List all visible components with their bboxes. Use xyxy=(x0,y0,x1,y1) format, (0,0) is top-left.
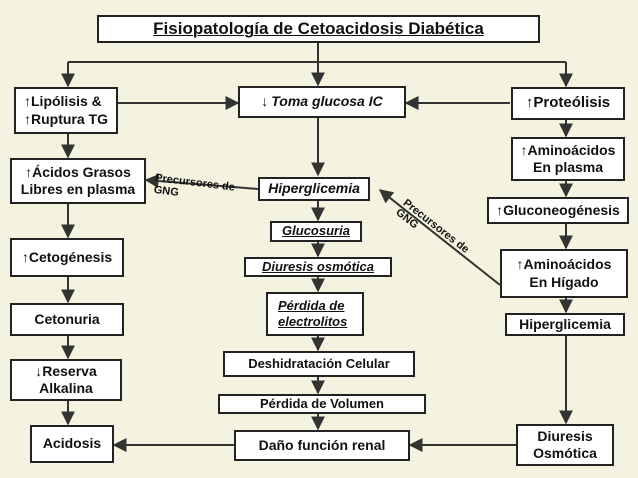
node-lipolisis-line2: Ruptura TG xyxy=(24,111,108,129)
node-reserva-line1: Reserva xyxy=(35,363,97,381)
arrow-up-glyph xyxy=(24,111,31,127)
arrow-up-glyph xyxy=(526,94,534,113)
node-acidos-text2: Libres en plasma xyxy=(20,181,136,197)
node-dano-renal-text: Daño función renal xyxy=(258,436,386,453)
diagram-title: Fisiopatología de Cetoacidosis Diabética xyxy=(97,15,540,43)
node-reserva-alkalina: Reserva Alkalina xyxy=(10,359,122,401)
node-proteolisis: Proteólisis xyxy=(511,87,625,120)
arrow-down-glyph xyxy=(261,93,268,111)
node-perdida-electrolitos-line2: electrolitos xyxy=(278,314,348,329)
node-glucosuria: Glucosuria xyxy=(270,221,362,242)
arrow-up-glyph xyxy=(25,164,32,180)
arrow-down-glyph xyxy=(35,363,42,379)
arrow-up-glyph xyxy=(24,93,31,109)
arrow-up-glyph xyxy=(22,249,29,267)
node-cetogenesis: Cetogénesis xyxy=(10,238,124,277)
node-gluconeogenesis: Gluconeogénesis xyxy=(487,197,629,224)
node-deshidratacion-text: Deshidratación Celular xyxy=(248,355,390,371)
node-hiperglicemia-right: Hiperglicemia xyxy=(505,313,625,336)
node-perdida-electrolitos-line1: Pérdida de xyxy=(278,297,345,313)
node-lipolisis-text1: Lipólisis & xyxy=(31,93,102,109)
node-acidos-grasos: Ácidos Grasos Libres en plasma xyxy=(10,158,146,204)
node-reserva-text2: Alkalina xyxy=(39,380,93,396)
arrow-up-glyph xyxy=(521,142,528,158)
node-diuresis-osmotica-text: Diuresis osmótica xyxy=(262,258,374,274)
arrow-up-glyph xyxy=(517,256,524,272)
node-toma-glucosa-text: Toma glucosa IC xyxy=(271,93,383,110)
node-reserva-text1: Reserva xyxy=(42,362,97,379)
node-cetonuria-text: Cetonuria xyxy=(34,310,100,327)
arrow-hiper-to-acidos xyxy=(144,174,259,190)
node-diuresis-osmotica: Diuresis osmótica xyxy=(244,257,392,277)
node-dano-renal: Daño función renal xyxy=(234,430,410,461)
node-toma-glucosa: Toma glucosa IC xyxy=(238,86,406,118)
node-aminoacidos-plasma-line1: Aminoácidos xyxy=(521,142,616,160)
node-diuresis-right-text2: Osmótica xyxy=(533,445,597,461)
arrow-aminoacidos-to-hiper xyxy=(378,189,501,286)
node-cetogenesis-text: Cetogénesis xyxy=(28,248,113,265)
node-aminoacidos-higado-line1: Aminoácidos xyxy=(517,256,612,274)
node-aminoacidos-plasma-text2: En plasma xyxy=(532,159,604,175)
node-aminoacidos-plasma: Aminoácidos En plasma xyxy=(511,137,625,181)
node-perdida-volumen: Pérdida de Volumen xyxy=(218,394,426,414)
node-lipolisis: Lipólisis & Ruptura TG xyxy=(14,87,118,134)
node-lipolisis-line1: Lipólisis & xyxy=(24,93,102,111)
node-diuresis-right-text1: Diuresis xyxy=(537,427,593,444)
node-acidos-line1: Ácidos Grasos xyxy=(25,164,131,182)
node-hiperglicemia-center-text: Hiperglicemia xyxy=(268,180,360,197)
node-perdida-volumen-text: Pérdida de Volumen xyxy=(259,395,384,411)
node-acidosis: Acidosis xyxy=(30,425,114,463)
node-hiperglicemia-right-text: Hiperglicemia xyxy=(519,315,611,332)
node-diuresis-osmotica-right: Diuresis Osmótica xyxy=(516,424,614,466)
node-aminoacidos-higado-text1: Aminoácidos xyxy=(523,256,612,272)
node-hiperglicemia-center: Hiperglicemia xyxy=(258,177,370,201)
node-glucosuria-text: Glucosuria xyxy=(282,223,350,239)
node-deshidratacion: Deshidratación Celular xyxy=(223,351,415,377)
node-aminoacidos-plasma-text1: Aminoácidos xyxy=(527,141,616,158)
node-proteolisis-text: Proteólisis xyxy=(533,94,611,112)
arrow-up-glyph xyxy=(496,202,503,220)
node-aminoacidos-higado: Aminoácidos En Hígado xyxy=(500,249,628,298)
diagram-title-text: Fisiopatología de Cetoacidosis Diabética xyxy=(153,19,484,39)
node-lipolisis-text2: Ruptura TG xyxy=(31,110,108,127)
node-cetonuria: Cetonuria xyxy=(10,303,124,336)
node-perdida-electrolitos: Pérdida de electrolitos xyxy=(266,292,364,336)
node-acidos-text1: Ácidos Grasos xyxy=(32,163,131,180)
node-aminoacidos-higado-text2: En Hígado xyxy=(529,273,599,290)
node-gluconeogenesis-text: Gluconeogénesis xyxy=(503,201,620,218)
node-acidosis-text: Acidosis xyxy=(42,435,102,452)
